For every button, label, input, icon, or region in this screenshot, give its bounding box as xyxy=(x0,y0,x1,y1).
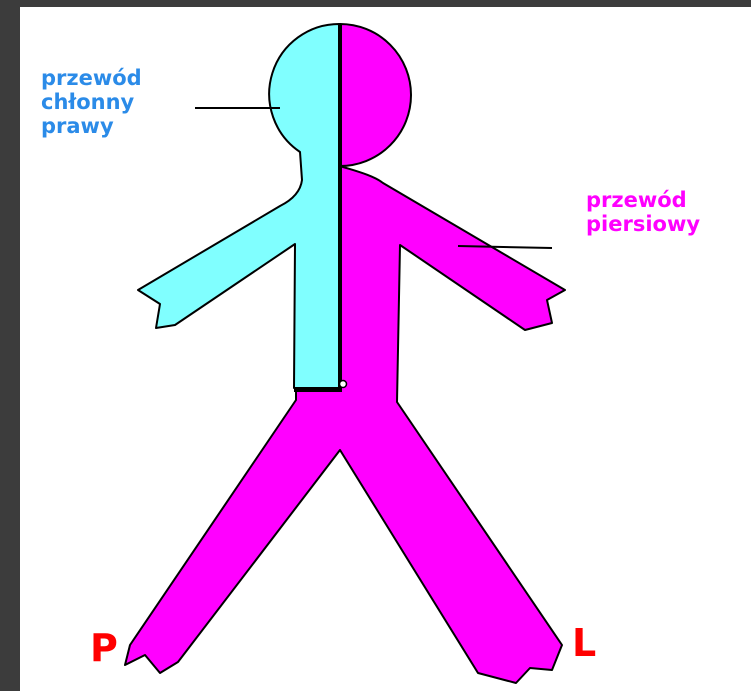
left-side-letter: L xyxy=(572,622,596,666)
duct-junction-dot xyxy=(340,381,347,388)
thoracic-duct-region xyxy=(125,24,565,683)
right-lymphatic-duct-label: przewód chłonny prawy xyxy=(41,66,142,138)
right-side-letter: P xyxy=(90,627,118,671)
thoracic-duct-label-line-2: piersiowy xyxy=(586,212,700,236)
right-duct-label-line-1: przewód xyxy=(41,66,142,90)
right-duct-label-line-2: chłonny xyxy=(41,90,142,114)
right-duct-label-line-3: prawy xyxy=(41,114,142,138)
thoracic-duct-label: przewód piersiowy xyxy=(586,188,700,236)
thoracic-duct-label-line-1: przewód xyxy=(586,188,700,212)
right-lymphatic-duct-region xyxy=(138,24,340,388)
